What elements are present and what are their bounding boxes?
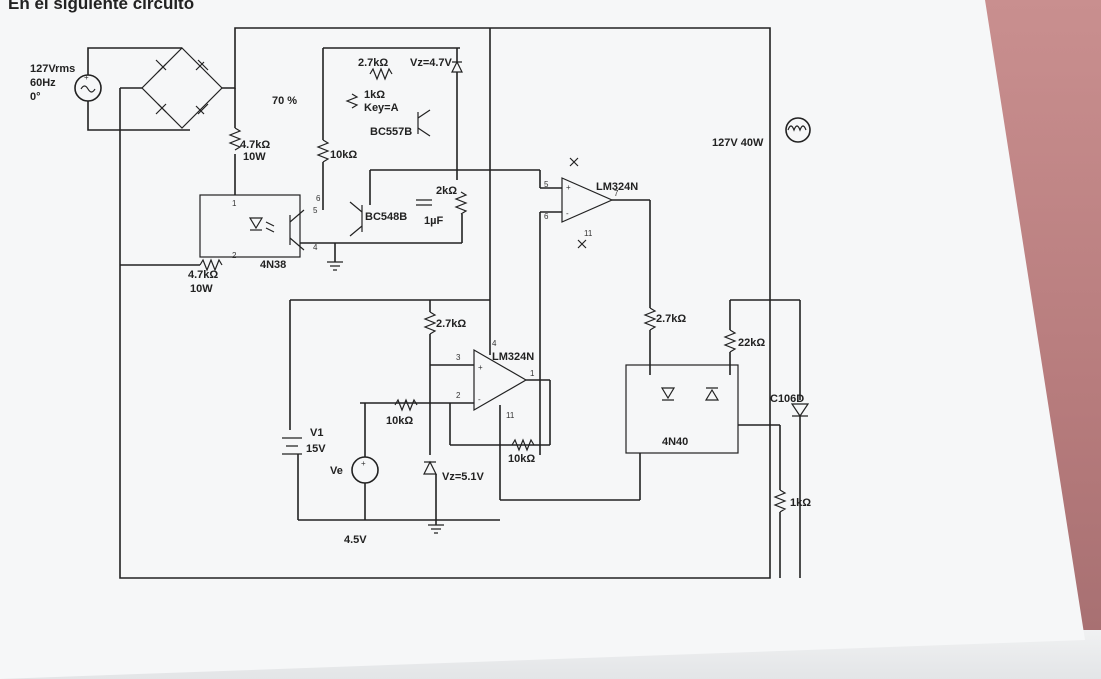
pin-5: 5 — [313, 206, 318, 215]
pot-key-label: Key=A — [364, 102, 399, 114]
r-10k-left-label: 10kΩ — [330, 149, 357, 161]
r-4k7-bot-watts: 10W — [190, 283, 213, 295]
r-10k-fb-label: 10kΩ — [508, 453, 535, 465]
bc548b-label: BC548B — [365, 211, 407, 223]
resistor-2k — [454, 191, 468, 215]
minus-mid: - — [478, 395, 481, 404]
r-2k7-top-label: 2.7kΩ — [358, 57, 388, 69]
r-1k-right-label: 1kΩ — [790, 497, 811, 509]
resistor-22k — [723, 329, 737, 353]
svg-text:+: + — [84, 73, 89, 82]
pin-u3: 3 — [456, 353, 461, 362]
opto-4n38-label: 4N38 — [260, 259, 286, 271]
resistor-2k7-top — [369, 67, 393, 81]
plus-mid: + — [478, 363, 483, 372]
pin-u1: 1 — [530, 369, 535, 378]
r-4k7-bot-label: 4.7kΩ — [188, 269, 218, 281]
optocoupler-4n38 — [199, 194, 301, 258]
r-2k-label: 2kΩ — [436, 185, 457, 197]
resistor-2k7-mid — [423, 311, 437, 335]
resistor-2k7-right — [643, 307, 657, 331]
v1-value: 15V — [306, 443, 326, 455]
r-10k-mid-label: 10kΩ — [386, 415, 413, 427]
v1-label: V1 — [310, 427, 323, 439]
ground-top — [327, 261, 343, 271]
pin-4: 4 — [313, 243, 318, 252]
opto-4n40-label: 4N40 — [662, 436, 688, 448]
resistor-4k7-top — [228, 127, 242, 151]
opamp-lm324-mid — [473, 348, 528, 412]
minus-top: - — [566, 209, 569, 218]
pin-u2: 2 — [456, 391, 461, 400]
source-voltage: 127Vrms — [30, 63, 75, 75]
opamp-lm324-top — [561, 177, 614, 223]
r-4k7-top-watts: 10W — [243, 151, 266, 163]
r-22k-label: 22kΩ — [738, 337, 765, 349]
potentiometer-1k — [345, 93, 359, 109]
r-4k7-top-label: 4.7kΩ — [240, 139, 270, 151]
capacitor-1uf — [416, 199, 432, 206]
lm324-top-label: LM324N — [596, 181, 638, 193]
transistor-bc548b — [349, 201, 363, 237]
pin-u11: 11 — [506, 411, 515, 420]
ve-label: Ve — [330, 465, 343, 477]
pin-1: 1 — [232, 199, 237, 208]
cap-1uf-label: 1µF — [424, 215, 443, 227]
resistor-10k-left — [316, 139, 330, 163]
resistor-4k7-bottom — [199, 258, 223, 272]
resistor-10k-mid — [394, 398, 418, 412]
bridge-diodes — [155, 59, 209, 115]
pin-u4: 4 — [492, 339, 497, 348]
pin-6: 6 — [316, 194, 321, 203]
bc557b-label: BC557B — [370, 126, 412, 138]
ve-value: 4.5V — [344, 534, 367, 546]
nc-marker-top — [569, 157, 579, 167]
header-fragment: En el siguiente circuito — [8, 0, 194, 13]
pin-2: 2 — [232, 251, 237, 260]
r-2k7-mid-label: 2.7kΩ — [436, 318, 466, 330]
pin-t5: 5 — [544, 180, 549, 189]
resistor-1k-right — [773, 489, 787, 513]
pin-t7: 7 — [614, 189, 619, 198]
zener-mid-label: Vz=5.1V — [442, 471, 485, 483]
optocoupler-4n40 — [625, 364, 739, 454]
zener-diode-mid — [423, 460, 437, 475]
pin-t11: 11 — [584, 229, 593, 238]
pot-1k-label: 1kΩ — [364, 89, 385, 101]
lamp-label: 127V 40W — [712, 137, 764, 149]
source-phase: 0° — [30, 91, 41, 103]
resistor-10k-feedback — [511, 438, 535, 452]
r-2k7-right-label: 2.7kΩ — [656, 313, 686, 325]
zener-top-label: Vz=4.7V — [410, 57, 453, 69]
lamp-icon — [785, 117, 811, 143]
pin-t6: 6 — [544, 212, 549, 221]
ve-plus: + — [361, 459, 366, 468]
nc-marker-bottom — [577, 239, 587, 249]
plus-top: + — [566, 183, 571, 192]
scr-label: C106D — [770, 393, 804, 405]
transistor-bc557b — [417, 109, 431, 137]
ground-bottom — [428, 524, 444, 534]
lm324-mid-label: LM324N — [492, 351, 534, 363]
source-frequency: 60Hz — [30, 77, 56, 89]
bridge-rectifier — [141, 47, 223, 129]
percent-label: 70 % — [272, 95, 297, 107]
